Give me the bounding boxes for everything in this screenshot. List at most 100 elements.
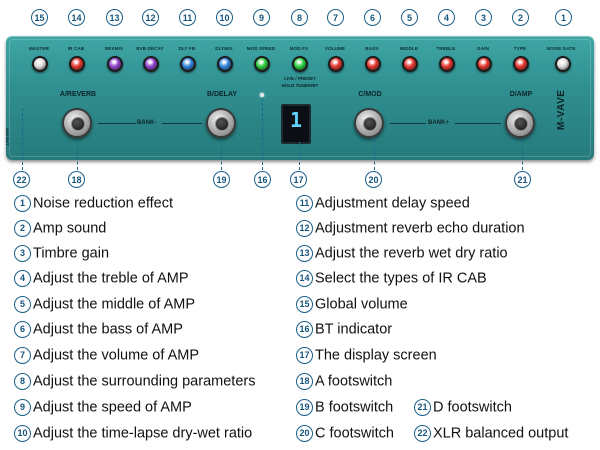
callout-18: 18	[68, 171, 85, 188]
display-digit: 1	[289, 108, 303, 132]
footswitch-a-cap	[71, 117, 85, 131]
dlymix-knob[interactable]	[217, 56, 233, 72]
volume-knob[interactable]	[328, 56, 344, 72]
knob-label-gain: GAIN	[477, 46, 489, 51]
bank-minus-line-left	[98, 123, 136, 124]
callout-10: 10	[216, 9, 233, 26]
callout-17: 17	[290, 171, 307, 188]
bank-minus-line-right	[162, 123, 202, 124]
knob-label-type: TYPE	[513, 46, 527, 51]
bass-knob[interactable]	[365, 56, 381, 72]
legend-text-6: Adjust the bass of AMP	[33, 321, 183, 338]
legend-num-11: 11	[296, 195, 313, 212]
legend-text-13: Adjust the reverb wet dry ratio	[315, 245, 508, 262]
callout-19: 19	[213, 171, 230, 188]
knob-label-mod-speed: MOD SPEED	[246, 46, 276, 51]
mod-speed-knob[interactable]	[254, 56, 270, 72]
treble-knob[interactable]	[439, 56, 455, 72]
legend-num-16: 16	[296, 321, 313, 338]
callout-16: 16	[254, 171, 271, 188]
knob-label-dly-fb: DLY FB	[178, 46, 196, 51]
legend-text-18: A footswitch	[315, 373, 393, 390]
footswitch-label-b: B/DELAY	[206, 91, 238, 98]
legend-num-22: 22	[414, 425, 431, 442]
legend-num-21: 21	[414, 399, 431, 416]
callout-8: 8	[291, 9, 308, 26]
legend-text-3: Timbre gain	[33, 245, 110, 262]
callout-5: 5	[401, 9, 418, 26]
bt-indicator-led	[260, 93, 264, 97]
legend-num-17: 17	[296, 347, 313, 364]
footswitch-c-cap	[363, 117, 377, 131]
footswitch-b-cap	[215, 117, 229, 131]
legend-num-19: 19	[296, 399, 313, 416]
legend-text-17: The display screen	[315, 347, 437, 364]
knob-label-bass: BASS	[365, 46, 379, 51]
legend-text-2: Amp sound	[33, 220, 107, 237]
bank-minus-label: BANK-	[137, 120, 157, 126]
footswitch-b[interactable]	[206, 108, 236, 138]
legend-num-3: 3	[14, 245, 31, 262]
noise-gate-knob[interactable]	[555, 56, 571, 72]
revmix-knob[interactable]	[107, 56, 123, 72]
mod-fx-knob[interactable]	[292, 56, 308, 72]
callout-13: 13	[106, 9, 123, 26]
bank-plus-line-left	[390, 123, 426, 124]
hold-tuner-label: HOLD TUNER/BT	[281, 83, 319, 88]
legend-num-10: 10	[14, 425, 31, 442]
legend-num-5: 5	[14, 296, 31, 313]
callout-4: 4	[438, 9, 455, 26]
leader-22	[22, 108, 23, 170]
legend-num-13: 13	[296, 245, 313, 262]
leader-19	[221, 140, 222, 170]
legend-num-4: 4	[14, 270, 31, 287]
knob-label-ir-cab: IR CAB	[67, 46, 85, 51]
callout-21: 21	[514, 171, 531, 188]
type-knob[interactable]	[513, 56, 529, 72]
callout-14: 14	[68, 9, 85, 26]
legend-text-22: XLR balanced output	[433, 425, 569, 442]
callout-1: 1	[555, 9, 572, 26]
rvb-decay-knob[interactable]	[143, 56, 159, 72]
callout-7: 7	[327, 9, 344, 26]
middle-knob[interactable]	[402, 56, 418, 72]
ir-cab-knob[interactable]	[69, 56, 85, 72]
knob-label-middle: MIDDLE	[399, 46, 419, 51]
gain-knob[interactable]	[476, 56, 492, 72]
legend-text-4: Adjust the treble of AMP	[33, 270, 189, 287]
leader-20	[374, 140, 375, 170]
knob-label-volume: VOLUME	[324, 46, 346, 51]
callout-15: 15	[31, 9, 48, 26]
legend-num-1: 1	[14, 195, 31, 212]
knob-label-treble: TREBLE	[436, 46, 456, 51]
callout-3: 3	[475, 9, 492, 26]
master-knob[interactable]	[32, 56, 48, 72]
legend-text-8: Adjust the surrounding parameters	[33, 373, 256, 390]
legend-text-19: B footswitch	[315, 399, 394, 416]
legend-text-5: Adjust the middle of AMP	[33, 296, 195, 313]
xlr-out-label: XLR OUT	[5, 128, 10, 146]
footswitch-c[interactable]	[354, 108, 384, 138]
dly-fb-knob[interactable]	[180, 56, 196, 72]
footswitch-a[interactable]	[62, 108, 92, 138]
legend-num-7: 7	[14, 347, 31, 364]
brand-logo: M-VAVE	[556, 89, 567, 130]
legend-num-12: 12	[296, 220, 313, 237]
callout-12: 12	[142, 9, 159, 26]
legend-text-20: C footswitch	[315, 425, 394, 442]
footswitch-d[interactable]	[505, 108, 535, 138]
